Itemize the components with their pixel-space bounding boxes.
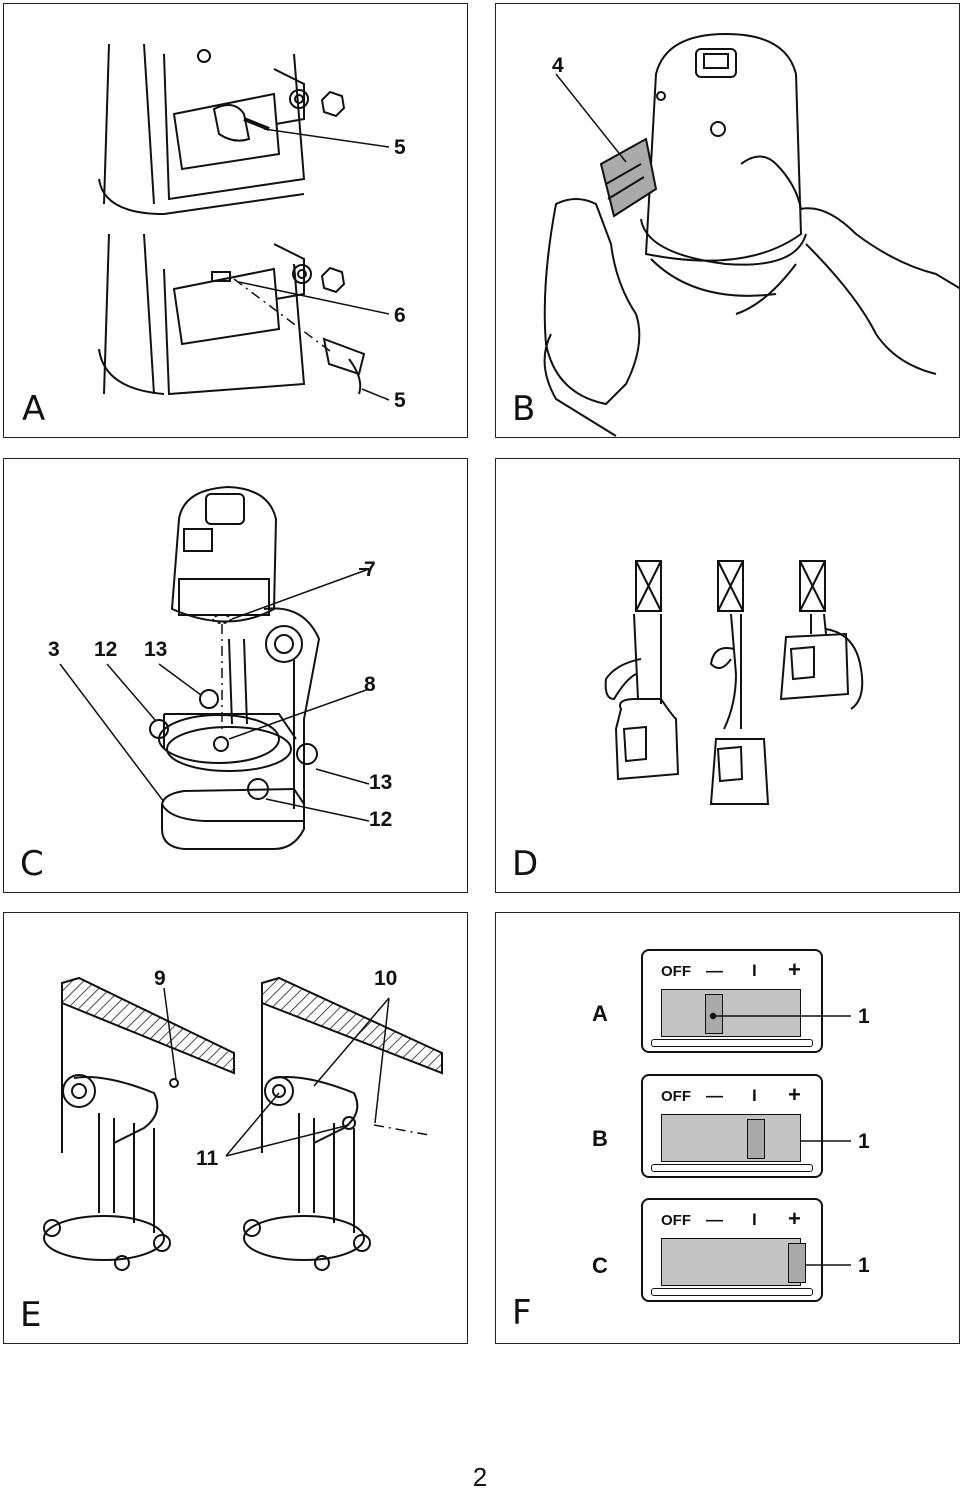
figure-panel-f: OFF — I + A 1 OFF — I + B 1 OFF — I + C … [495,912,960,1344]
callout-6: 6 [394,304,406,327]
callout-13: 13 [369,771,393,794]
panel-letter: C [20,844,44,884]
illustration-hanging-strap [604,560,864,805]
plus-label: + [788,1206,801,1231]
i-label: I [752,961,757,980]
switch-slider [788,1243,806,1283]
panel-letter: A [22,389,46,429]
figure-panel-b: 4 B [495,3,960,438]
panel-letter: B [512,389,536,429]
callout-12: 12 [94,638,118,661]
callout-1: 1 [858,1254,870,1277]
callout-12: 12 [369,808,393,831]
callout-13: 13 [144,638,168,661]
row-label: A [592,1001,608,1026]
figure-panel-e: 9 10 11 E [3,912,468,1344]
callout-9: 9 [154,967,166,990]
figure-panel-a: 5 6 5 A [3,3,468,438]
switch-track [661,989,801,1037]
callout-5: 5 [394,136,406,159]
callout-8: 8 [364,673,376,696]
i-label: I [752,1210,757,1229]
callout-1: 1 [858,1005,870,1028]
switch-track [661,1238,801,1286]
off-label: OFF [661,963,691,980]
callout-4: 4 [552,54,564,77]
switch-diagram: OFF — I + [641,1198,823,1302]
plus-label: + [788,1082,801,1107]
page-number: 2 [472,1462,488,1492]
switch-diagram: OFF — I + [641,949,823,1053]
row-label: C [592,1253,608,1278]
illustration-tripod-mount [98,43,390,401]
switch-diagram: OFF — I + [641,1074,823,1178]
callout-3: 3 [48,638,60,661]
callout-1: 1 [858,1130,870,1153]
switch-base [651,1164,813,1172]
callout-7: 7 [364,558,376,581]
illustration-bracket-assembly [59,485,370,850]
off-label: OFF [661,1088,691,1105]
i-label: I [752,1086,757,1105]
illustration-battery-cover [543,32,959,437]
minus-label: — [706,1086,723,1105]
switch-base [651,1288,813,1296]
minus-label: — [706,961,723,980]
plus-label: + [788,957,801,982]
figure-panel-d: D [495,458,960,893]
panel-letter: F [512,1293,532,1333]
row-label: B [592,1126,608,1151]
panel-letter: E [20,1295,42,1335]
panel-letter: D [512,844,539,884]
switch-slider [747,1119,765,1159]
minus-label: — [706,1210,723,1229]
figure-panel-c: 7 3 12 13 8 13 12 C [3,458,468,893]
callout-5: 5 [394,389,406,412]
illustration-wall-mount [43,976,443,1271]
callout-11: 11 [196,1147,219,1170]
off-label: OFF [661,1212,691,1229]
switch-base [651,1039,813,1047]
switch-track [661,1114,801,1162]
callout-10: 10 [374,967,398,990]
